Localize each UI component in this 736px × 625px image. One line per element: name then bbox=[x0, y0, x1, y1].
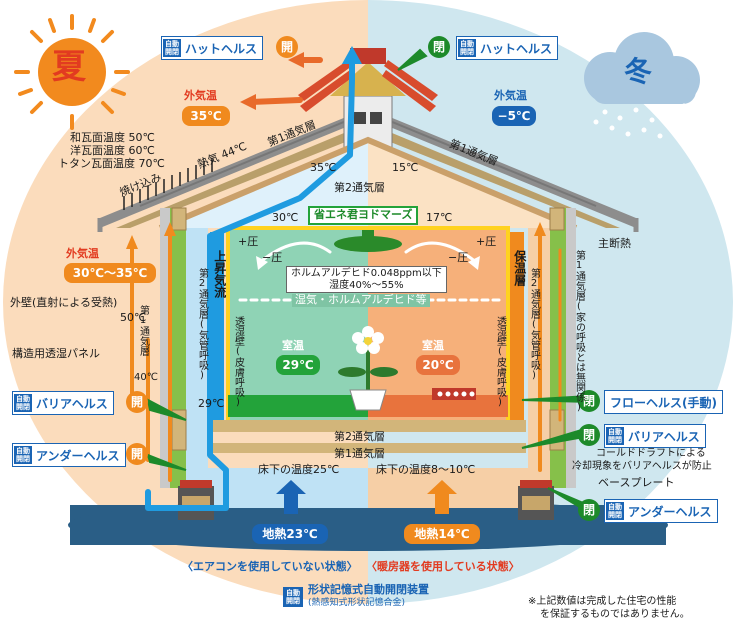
summer-moist-wall: 透湿壁(皮膚呼吸) bbox=[232, 316, 244, 408]
legend-sub: (熱感知式形状記憶合金) bbox=[308, 598, 406, 608]
auto-tag: 自動開閉 bbox=[14, 394, 32, 412]
brand-label: 省エネ君ヨドマーズ bbox=[308, 206, 419, 225]
cold-draft-2: 冷却現象をバリアヘルスが防止 bbox=[572, 461, 712, 472]
auto-tag: 自動開閉 bbox=[606, 502, 624, 520]
wall-direct-heat: 外壁(直射による受熱) bbox=[10, 296, 118, 309]
wall-temp: 50℃ bbox=[120, 311, 147, 324]
roof-temp-1: 和瓦面温度 50℃ bbox=[70, 131, 155, 144]
winter-caption: 〈暖房器を使用している状態〉 bbox=[366, 560, 520, 573]
device-label: アンダーヘルス bbox=[628, 504, 712, 519]
layer1-floor: 第1通気層 bbox=[334, 447, 385, 460]
summer-outside-temp-top: 35℃ bbox=[182, 106, 230, 126]
state-open-under-left: 開 bbox=[126, 443, 148, 465]
auto-tag: 自動開閉 bbox=[458, 39, 476, 57]
auto-tag: 自動開閉 bbox=[163, 39, 181, 57]
winter-room-temp-label: 室温 bbox=[422, 339, 444, 352]
pressure-minus-left: −圧 bbox=[262, 251, 283, 264]
flow-health-right[interactable]: フローヘルス(手動) bbox=[604, 390, 723, 414]
pressure-plus-right: +圧 bbox=[476, 235, 497, 248]
summer-outside-temp-label: 外気温 bbox=[184, 89, 217, 102]
sun-icon bbox=[14, 14, 130, 130]
winter-ground-heat: 地熱14℃ bbox=[404, 524, 480, 544]
winter-inner-top-temp: 17℃ bbox=[426, 211, 453, 224]
state-open-hat-left: 開 bbox=[276, 36, 298, 58]
winter-moist-wall: 透湿壁(皮膚呼吸) bbox=[494, 316, 506, 408]
state-closed-flow: 閉 bbox=[578, 390, 600, 412]
layer2-top: 第2通気層 bbox=[334, 181, 385, 194]
barrier-health-right[interactable]: 自動開閉 バリアヘルス bbox=[604, 424, 706, 448]
winter-floor-temp: 床下の温度8〜10℃ bbox=[376, 463, 476, 476]
summer-caption: 〈エアコンを使用していない状態〉 bbox=[182, 560, 358, 573]
layer2-floor: 第2通気層 bbox=[334, 430, 385, 443]
gutters bbox=[97, 218, 639, 232]
hat-health-right[interactable]: 自動開閉 ハットヘルス bbox=[456, 36, 559, 60]
summer-room-temp-label: 室温 bbox=[282, 339, 304, 352]
note-1: ※上記数値は完成した住宅の性能 bbox=[528, 596, 677, 607]
winter-outside-temp: −5℃ bbox=[492, 106, 536, 126]
device-label: バリアヘルス bbox=[628, 429, 700, 444]
state-closed-barrier-right: 閉 bbox=[578, 424, 600, 446]
summer-room-temp: 29℃ bbox=[276, 355, 320, 375]
heater-icon bbox=[432, 388, 476, 400]
state-closed-under-right: 閉 bbox=[578, 499, 600, 521]
room bbox=[210, 226, 526, 453]
summer-layer2-wall-temp: 29℃ bbox=[198, 397, 225, 410]
winter-layer2-wall: 第2通気層(気管呼吸) bbox=[528, 268, 540, 381]
summer-floor-temp: 床下の温度25℃ bbox=[258, 463, 340, 476]
base-plate: ベースプレート bbox=[598, 476, 675, 489]
pressure-minus-right: −圧 bbox=[448, 251, 469, 264]
barrier-health-left[interactable]: 自動開閉 バリアヘルス bbox=[12, 391, 114, 415]
plant-icon bbox=[338, 326, 398, 411]
under-health-left[interactable]: 自動開閉 アンダーヘルス bbox=[12, 443, 126, 467]
formaldehyde-text: ホルムアルデヒド0.048ppm以下 bbox=[291, 268, 442, 279]
season-winter: 冬 bbox=[624, 55, 653, 88]
state-open-barrier-left: 開 bbox=[126, 391, 148, 413]
winter-room-temp: 20℃ bbox=[416, 355, 460, 375]
roof-temp-2: 洋瓦面温度 60℃ bbox=[70, 144, 155, 157]
yodomars-unit-icon bbox=[334, 230, 402, 252]
under-health-right[interactable]: 自動開閉 アンダーヘルス bbox=[604, 499, 718, 523]
cold-draft-1: コールドドラフトによる bbox=[596, 448, 706, 459]
device-label: フローヘルス(手動) bbox=[610, 395, 717, 410]
auto-tag: 自動開閉 bbox=[14, 446, 32, 464]
snow-cloud-icon bbox=[584, 32, 700, 139]
device-label: バリアヘルス bbox=[36, 396, 108, 411]
summer-ridge-temp: 35℃ bbox=[310, 161, 337, 174]
legend-device: 自動開閉 bbox=[282, 584, 304, 610]
summer-layer1-wall-temp: 40℃ bbox=[134, 372, 158, 383]
winter-ridge-temp: 15℃ bbox=[392, 161, 419, 174]
legend-name: 形状記憶式自動開閉装置 bbox=[308, 583, 429, 596]
flow-label: 湿気・ホルムアルデヒド等 bbox=[292, 293, 430, 307]
summer-outside-temp-mid: 30℃〜35℃ bbox=[64, 263, 156, 283]
hat-health-left[interactable]: 自動開閉 ハットヘルス bbox=[161, 36, 264, 60]
humidity-text: 湿度40%〜55% bbox=[329, 279, 404, 291]
panel-label: 構造用透湿パネル bbox=[12, 347, 100, 360]
summer-outside-temp-mid-label: 外気温 bbox=[66, 247, 99, 260]
roof-temp-3: トタン瓦面温度 70℃ bbox=[58, 157, 165, 170]
foundations bbox=[178, 480, 554, 520]
insulation-layer: 保温層 bbox=[512, 250, 527, 286]
season-summer: 夏 bbox=[52, 47, 86, 87]
device-label: ハットヘルス bbox=[185, 41, 258, 56]
winter-outside-temp-label: 外気温 bbox=[494, 89, 527, 102]
device-label: ハットヘルス bbox=[480, 41, 553, 56]
updraft-label: 上昇気流 bbox=[212, 250, 227, 298]
main-insulation: 主断熱 bbox=[598, 237, 631, 250]
formaldehyde-label: ホルムアルデヒド0.048ppm以下 湿度40%〜55% bbox=[286, 266, 447, 293]
device-label: アンダーヘルス bbox=[36, 448, 120, 463]
winter-layer1-wall: 第1通気層(家の呼吸とは無関係) bbox=[573, 250, 585, 413]
summer-inner-top-temp: 30℃ bbox=[272, 211, 299, 224]
summer-layer1-wall: 第1通気層 bbox=[137, 305, 149, 356]
note-2: を保証するものではありません。 bbox=[540, 609, 690, 620]
state-closed-hat-right: 閉 bbox=[428, 36, 450, 58]
auto-tag: 自動開閉 bbox=[606, 427, 624, 445]
auto-tag: 自動開閉 bbox=[283, 587, 303, 607]
pressure-plus-left: +圧 bbox=[238, 235, 259, 248]
summer-layer2-wall: 第2通気層(気管呼吸) bbox=[196, 268, 208, 381]
heat-soak-arrows bbox=[123, 158, 213, 210]
summer-ground-heat: 地熱23℃ bbox=[252, 524, 328, 544]
